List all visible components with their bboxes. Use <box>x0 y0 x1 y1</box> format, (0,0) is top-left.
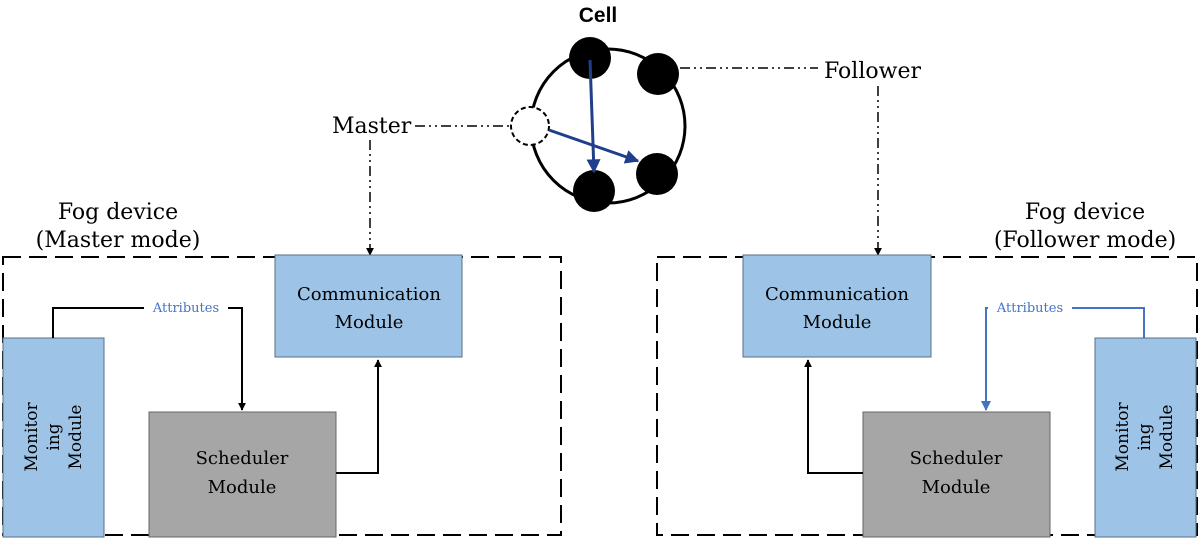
follower-scheduler-module <box>862 411 1051 538</box>
master-scheduler-module <box>148 411 337 538</box>
master-attributes-label: Attributes <box>152 301 219 316</box>
node-right-upper <box>637 53 679 95</box>
master-fog-device: Fog device (Master mode) Communication M… <box>2 200 562 538</box>
master-label: Master <box>332 114 412 139</box>
master-communication-module <box>274 254 463 358</box>
follower-attributes-label: Attributes <box>996 301 1063 316</box>
follower-monitoring-label-1: Monitor <box>1113 402 1133 472</box>
follower-communication-label-2: Module <box>803 312 872 333</box>
follower-communication-module <box>742 254 932 358</box>
follower-monitoring-module <box>1094 337 1197 538</box>
master-communication-label-2: Module <box>335 312 404 333</box>
follower-monitoring-label-3: Module <box>1157 405 1177 470</box>
master-scheduler-label-1: Scheduler <box>196 448 289 469</box>
node-top <box>569 37 611 79</box>
follower-scheduler-label-2: Module <box>922 477 991 498</box>
master-monitoring-label-2: ing <box>44 423 64 450</box>
node-bottom <box>573 170 615 212</box>
cell-arrow-top-to-bottom <box>586 59 601 174</box>
follower-scheduler-label-1: Scheduler <box>910 448 1003 469</box>
master-monitoring-label-3: Module <box>66 405 86 470</box>
follower-device-mode: (Follower mode) <box>994 228 1176 253</box>
follower-label: Follower <box>824 59 921 84</box>
node-right-lower <box>636 153 678 195</box>
master-scheduler-label-2: Module <box>208 477 277 498</box>
master-monitoring-label-1: Monitor <box>22 402 42 472</box>
master-device-title: Fog device <box>58 200 178 225</box>
master-communication-label-1: Communication <box>297 284 441 305</box>
master-scheduler-to-communication-arrow <box>336 359 382 474</box>
master-device-mode: (Master mode) <box>36 228 201 253</box>
master-monitoring-module <box>2 337 105 538</box>
follower-communication-label-1: Communication <box>765 284 909 305</box>
master-attributes-arrow <box>52 307 242 410</box>
follower-monitoring-label-2: ing <box>1135 423 1155 450</box>
follower-fog-device: Fog device (Follower mode) Communication… <box>656 200 1198 538</box>
follower-scheduler-to-communication-arrow <box>804 359 863 474</box>
follower-attributes-arrow <box>986 307 1145 410</box>
follower-device-title: Fog device <box>1025 200 1145 225</box>
cell-title: Cell <box>579 4 618 27</box>
cell-arrow-master-to-right <box>548 128 640 164</box>
master-node-dashed <box>510 106 550 146</box>
